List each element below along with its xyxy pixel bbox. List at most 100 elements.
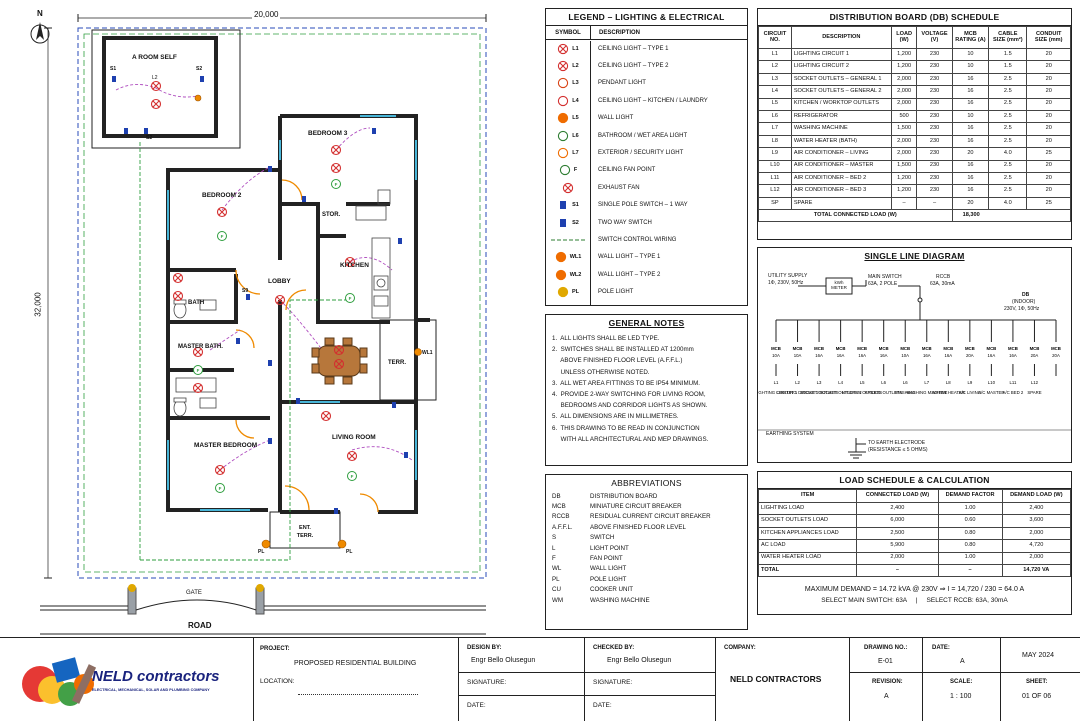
db-cell: 20 (1026, 72, 1071, 87)
sld-breaker-text: 16A (988, 353, 996, 358)
db-cell: 2.5 (988, 184, 1028, 198)
legend-title: LEGEND – LIGHTING & ELECTRICAL (546, 9, 747, 26)
db-cell: 2.5 (988, 85, 1028, 99)
legend-symbol: L4 (546, 95, 590, 107)
legend-symbol: WL2 (546, 269, 590, 281)
legend-symbol: L3 (546, 77, 590, 89)
legend-symbol: S2 (546, 217, 590, 229)
load-cell: – (856, 563, 939, 578)
db-cell: SPARE (790, 196, 892, 211)
db-header-cell: CONDUIT SIZE (mm) (1026, 26, 1071, 49)
db-cell: SOCKET OUTLETS – GENERAL 1 (790, 72, 892, 87)
sld-breaker-text: MCB (793, 346, 803, 351)
db-cell: 2.5 (988, 97, 1028, 111)
sld-breaker-text: MCB (1030, 346, 1040, 351)
db-cell: 16 (951, 122, 990, 136)
legend-desc: POLE LIGHT (598, 289, 634, 296)
abbreviations-title: ABBREVIATIONS (611, 478, 682, 488)
db-cell: 2.5 (988, 109, 1028, 124)
legend-desc: CEILING LIGHT – TYPE 2 (598, 63, 669, 70)
sld-breaker-text: 16A (923, 353, 931, 358)
notes-list: 1. ALL LIGHTS SHALL BE LED TYPE.2. SWITC… (546, 331, 747, 445)
sld-rccb: RCCB (936, 274, 951, 280)
db-cell: KITCHEN / WORKTOP OUTLETS (790, 97, 892, 111)
legend-code: L4 (572, 97, 579, 104)
sld-breaker-text: 20A (1031, 353, 1039, 358)
sheet-value: 01 OF 06 (1022, 693, 1052, 700)
legend-code: L5 (572, 115, 579, 122)
load-cell: 2,000 (1001, 526, 1072, 541)
room-self-label: A ROOM SELF (132, 54, 177, 61)
legend-symbol: WL1 (546, 251, 590, 263)
sld-main-switch-spec: 63A, 2 POLE (868, 281, 898, 287)
note-line: ABOVE FINISHED FLOOR LEVEL (A.F.F.L.) (552, 357, 683, 365)
db-cell: LIGHTING CIRCUIT 2 (790, 60, 892, 74)
legend-code: WL1 (569, 254, 582, 261)
tag-s2: S2 (196, 66, 203, 72)
legend-desc: BATHROOM / WET AREA LIGHT (598, 132, 688, 139)
db-header-cell: MCB RATING (A) (951, 26, 990, 49)
db-schedule-title: DISTRIBUTION BOARD (DB) SCHEDULE (758, 9, 1071, 26)
sld-breaker-text: L6 (903, 380, 908, 385)
sld-breaker-text: MCB (900, 346, 910, 351)
db-header-cell: DESCRIPTION (790, 26, 892, 49)
db-cell: – (916, 196, 953, 211)
abbreviation-meaning: RESIDUAL CURRENT CIRCUIT BREAKER (590, 513, 711, 521)
note-line: 6. THIS DRAWING TO BE READ IN CONJUNCTIO… (552, 424, 700, 432)
table-row: TOTAL––14,720 VA (757, 563, 1072, 578)
db-cell: 4.0 (988, 147, 1028, 161)
sld-breaker-text: L11 (1009, 380, 1016, 385)
wall-light-2-icon (555, 269, 566, 280)
load-cell: 0.60 (937, 514, 1003, 528)
db-cell: 2,000 (890, 134, 918, 149)
legend-symbol: L7 (546, 147, 590, 159)
db-cell: 16 (951, 184, 990, 198)
wall-light-1-icon (555, 252, 566, 263)
legend-item: SWITCH CONTROL WIRING (546, 231, 747, 248)
svg-text:F: F (197, 368, 200, 373)
legend-symbol: L5 (546, 112, 590, 124)
legend-desc: PENDANT LIGHT (598, 80, 646, 87)
load-cell: – (937, 563, 1003, 578)
legend-symbol: PL (546, 286, 590, 298)
svg-text:F: F (351, 474, 354, 479)
dining-table (311, 337, 368, 385)
db-schedule-panel: DISTRIBUTION BOARD (DB) SCHEDULE CIRCUIT… (757, 8, 1072, 240)
db-cell: L4 (758, 85, 792, 99)
sld-breaker-text: 16A (837, 353, 845, 358)
db-cell: 230 (916, 159, 953, 173)
sld-breaker-text: L3 (817, 380, 822, 385)
abbreviation-code: DB (552, 492, 561, 500)
legend-panel: LEGEND – LIGHTING & ELECTRICAL SYMBOL DE… (545, 8, 748, 306)
legend-desc: CEILING LIGHT – TYPE 1 (598, 45, 669, 52)
note-line: 4. PROVIDE 2-WAY SWITCHING FOR LIVING RO… (552, 391, 706, 399)
sld-breaker-text: L4 (838, 380, 843, 385)
db-cell: 16 (951, 171, 990, 186)
abbreviation-code: RCCB (552, 513, 570, 521)
sld-breaker-text: MCB (857, 346, 867, 351)
tag-pl-left: PL (258, 549, 265, 555)
load-cell: 1.00 (937, 501, 1003, 516)
sld-breaker-text: 16A (944, 353, 952, 358)
sld-main-switch: MAIN SWITCH (868, 274, 902, 280)
company-logo-name: NELD contractors (92, 668, 220, 685)
note-line: WITH ALL ARCHITECTURAL AND MEP DRAWINGS. (552, 435, 709, 443)
project-label: PROJECT: (260, 646, 290, 652)
living-room-label: LIVING ROOM (332, 434, 376, 441)
db-cell: L2 (758, 60, 792, 74)
sld-breaker-text: A/C BED 2 (1003, 390, 1024, 395)
abbreviation-meaning: COOKER UNIT (590, 586, 633, 594)
